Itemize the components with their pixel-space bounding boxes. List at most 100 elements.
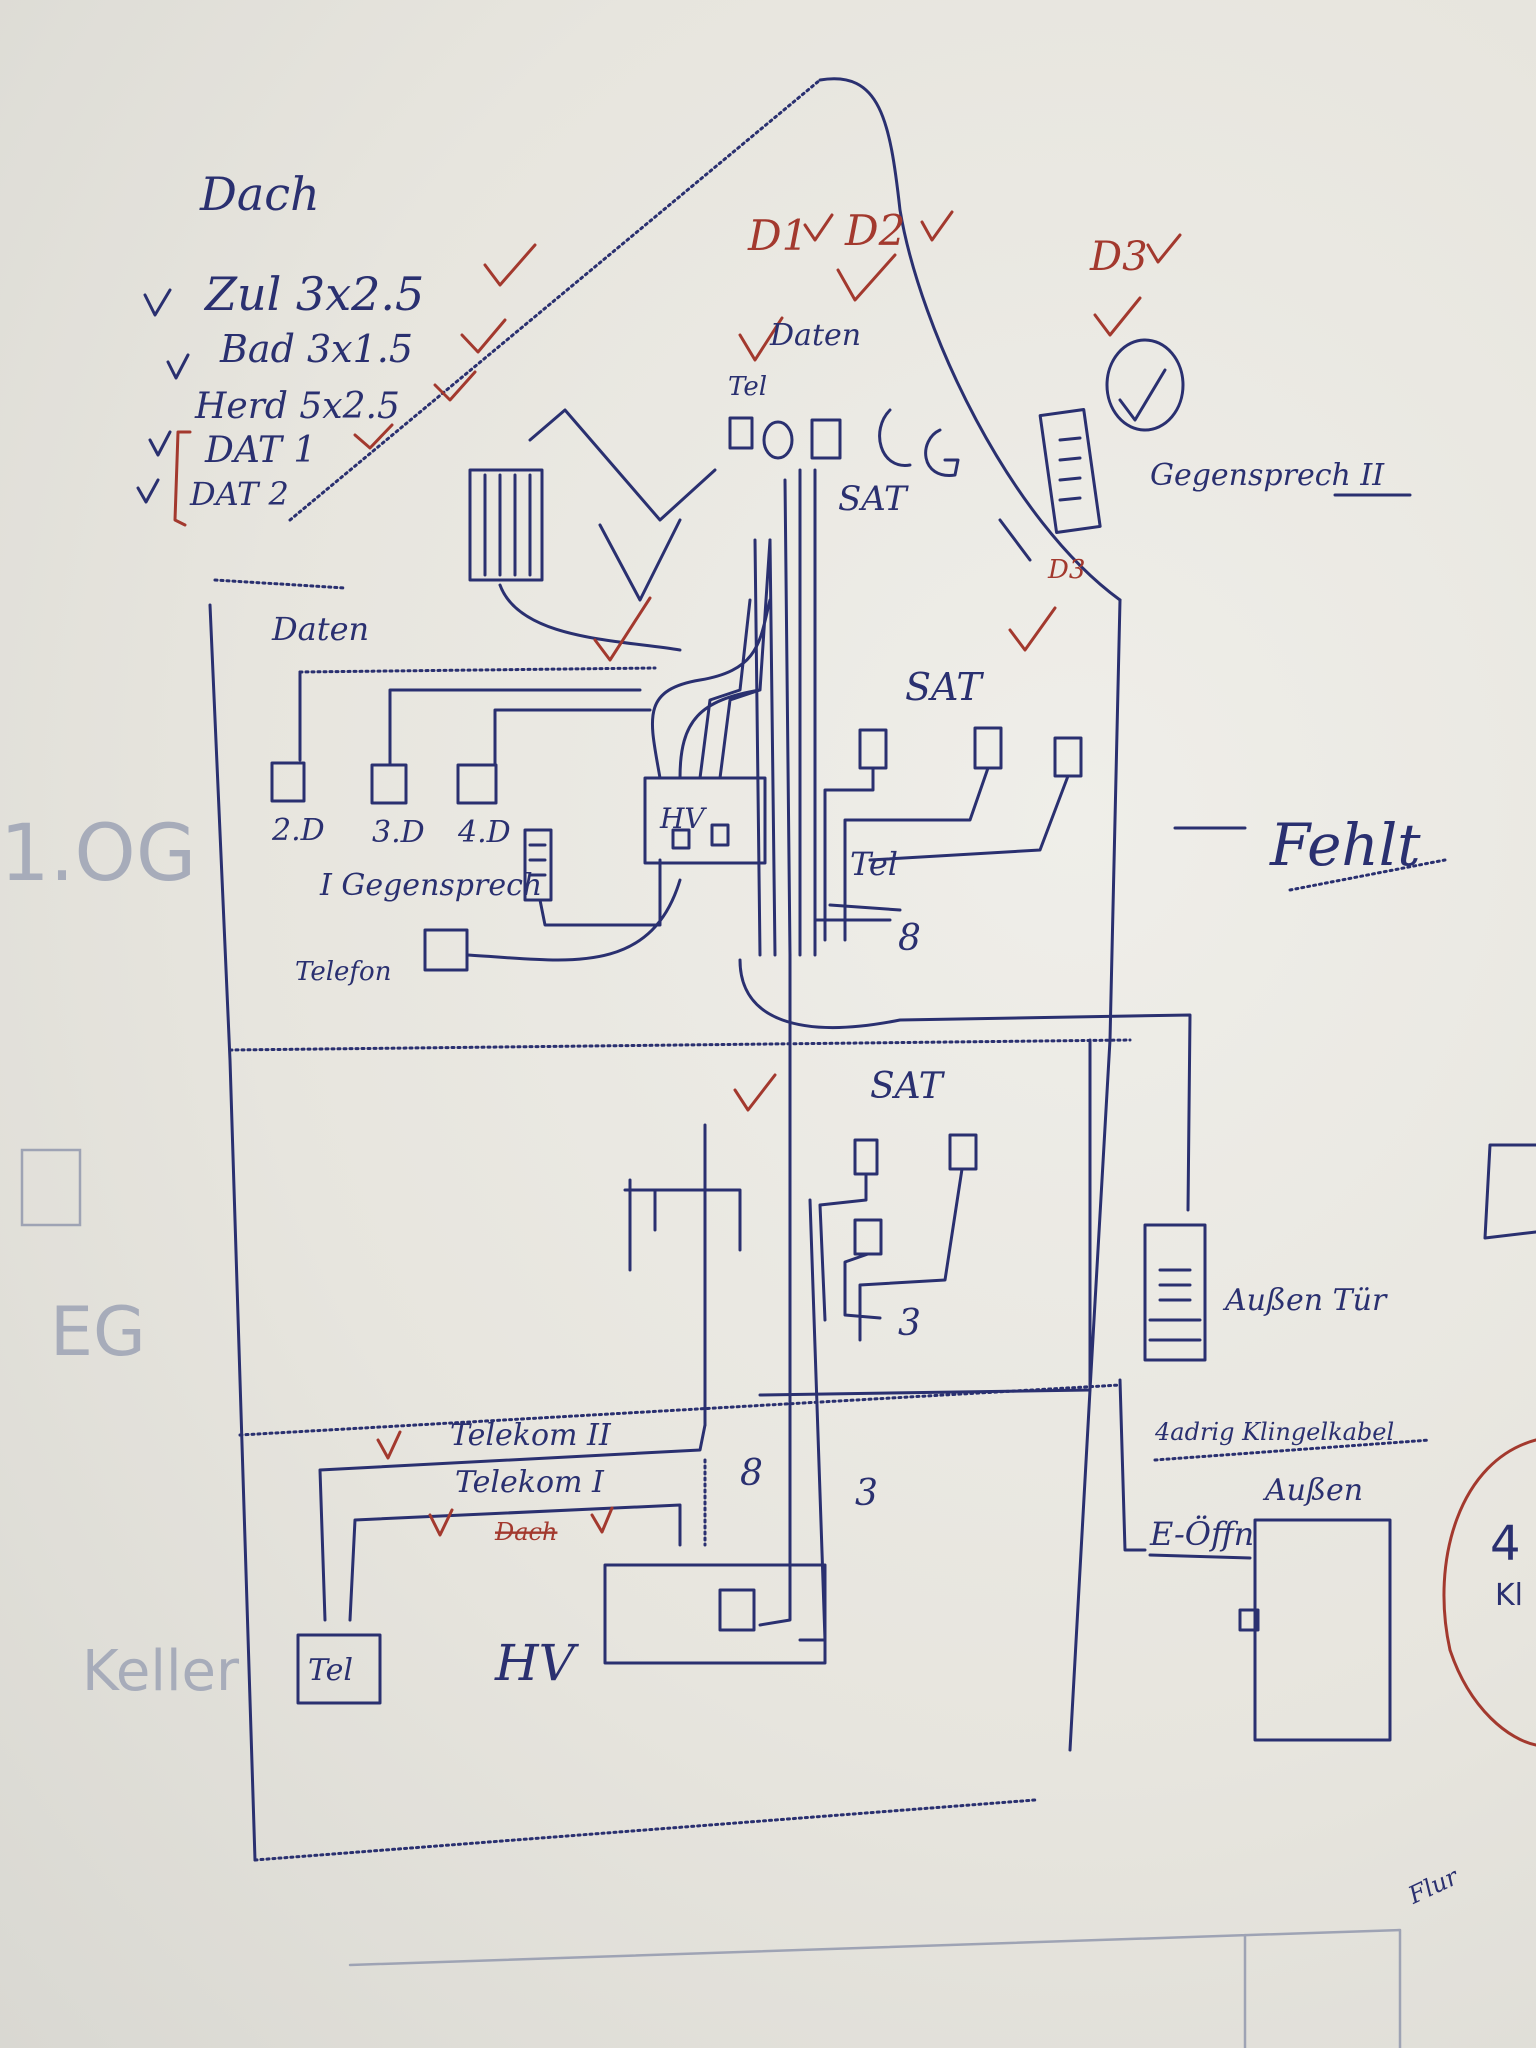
check-mark-icon [143,288,172,317]
doorframe [623,1178,742,1272]
arrow-to-d3 [998,518,1032,562]
count-8-label: 8 [898,918,921,959]
roof-line-left [288,78,822,522]
room-3d-label: 3.D [372,815,425,850]
fehlt-label: Fehlt [1269,811,1421,879]
door-lock [1238,1608,1260,1632]
sat-og-label: SAT [905,665,984,709]
tel-top-label: Tel [728,372,767,402]
phone-socket [423,928,469,972]
cable-label-herd: Herd 5x2.5 [194,386,400,427]
lower-board-edge [348,1928,1402,2048]
count-8b-label: 8 [740,1453,763,1494]
cable-bracket [173,430,192,527]
intercom-grille [1148,1268,1202,1342]
check-mark-icon [593,596,652,662]
sat-socket [853,1218,883,1256]
count-3-label: 3 [898,1303,921,1344]
sat-drop [823,766,875,942]
roof-line-right [818,77,1122,602]
telekom-2-label: Telekom II [450,1418,612,1453]
check-mark-icon [738,316,784,362]
hv-terminal [710,823,730,847]
check-mark-icon [803,213,834,242]
telefon-label: Telefon [295,957,391,987]
check-circle-icon [1105,338,1185,432]
check-mark-icon [1093,296,1142,337]
sat-drop [868,774,1070,862]
phone-cable [465,878,682,962]
og-eg-divider [228,1038,1132,1052]
kabel-label: 4adrig Klingelkabel [1154,1418,1394,1446]
e-oeffner-arrow [1118,1378,1147,1552]
intercom-panel-og [523,828,553,902]
hv-distribution-box [643,776,767,865]
daten-bus [298,666,657,674]
daten-drop-4d [493,708,652,767]
daten-top-label: Daten [769,318,861,353]
gegensprech-1-label: I Gegensprech [319,868,542,903]
cable-label-zul: Zul 3x2.5 [203,267,424,321]
sat-socket [948,1133,978,1171]
check-mark-icon [376,1430,402,1460]
telekom-2-cable [318,1423,707,1622]
aussen-tuer-label: Außen Tür [1222,1283,1388,1318]
check-mark-icon [1008,606,1057,652]
e-oeffner-underline [1148,1553,1252,1560]
check-mark-icon [428,1508,454,1537]
check-mark-icon [1118,368,1167,422]
hv-terminal [671,828,691,850]
d3-top-label: D3 [1089,234,1148,280]
socket-round [762,420,794,460]
data-socket-2d [270,761,306,803]
ghost-eg-label: EG [50,1293,146,1372]
check-mark-icon [836,253,897,302]
cable-label-bad: Bad 3x1.5 [219,327,413,371]
eg-right-wall [758,1038,1092,1397]
data-socket-3d [370,763,408,805]
heater-fins [483,473,532,577]
sat-socket [853,1138,879,1176]
e-oeffner-label: E-Öffn [1149,1515,1254,1553]
sat-socket [973,726,1003,770]
building-right-wall [1068,598,1122,1752]
check-mark-icon [483,243,537,287]
kabel-underline [1153,1438,1432,1462]
sat-dish-icon [878,408,960,477]
intercom-cable [538,858,662,927]
sat-eg-cables [818,1167,964,1342]
circle-k-label: Kl [1495,1578,1523,1613]
dach-struck-label: Dach [494,1518,557,1546]
bundle-loop [738,958,1192,1212]
tel-og-label: Tel [850,845,898,883]
d1-label: D1 [747,211,808,260]
hv-keller-label: HV [494,1634,580,1692]
intercom-panel-roof [1038,408,1102,534]
socket-box [810,418,842,460]
circle-4-label: 4 [1490,1516,1521,1572]
tel-box [296,1633,382,1705]
count-3b-label: 3 [855,1473,878,1514]
cable-label-dat1: DAT 1 [204,430,316,471]
sat-drop [843,766,990,942]
sat-eg-label: SAT [870,1066,946,1107]
intercom-lines [528,843,547,877]
check-mark-icon [920,210,954,242]
eg-keller-divider [238,1383,1122,1437]
building-bottom [253,1798,1037,1862]
building-left-wall [208,603,257,1862]
ghost-box-right [1483,1143,1536,1240]
d3-label: D3 [1047,555,1085,585]
check-mark-icon [1146,233,1182,264]
check-mark-icon [148,430,172,457]
ghost-og-label: 1.OG [0,809,196,899]
telekom-1-cable [348,1503,682,1622]
tel-drop [813,903,902,922]
cable-bundle-into-hv [650,538,772,780]
roof-slope-sketch [528,408,717,602]
gegensprech-2-label: Gegensprech II [1150,458,1385,493]
ghost-keller-label: Keller [82,1639,240,1704]
sat-socket [858,728,888,770]
